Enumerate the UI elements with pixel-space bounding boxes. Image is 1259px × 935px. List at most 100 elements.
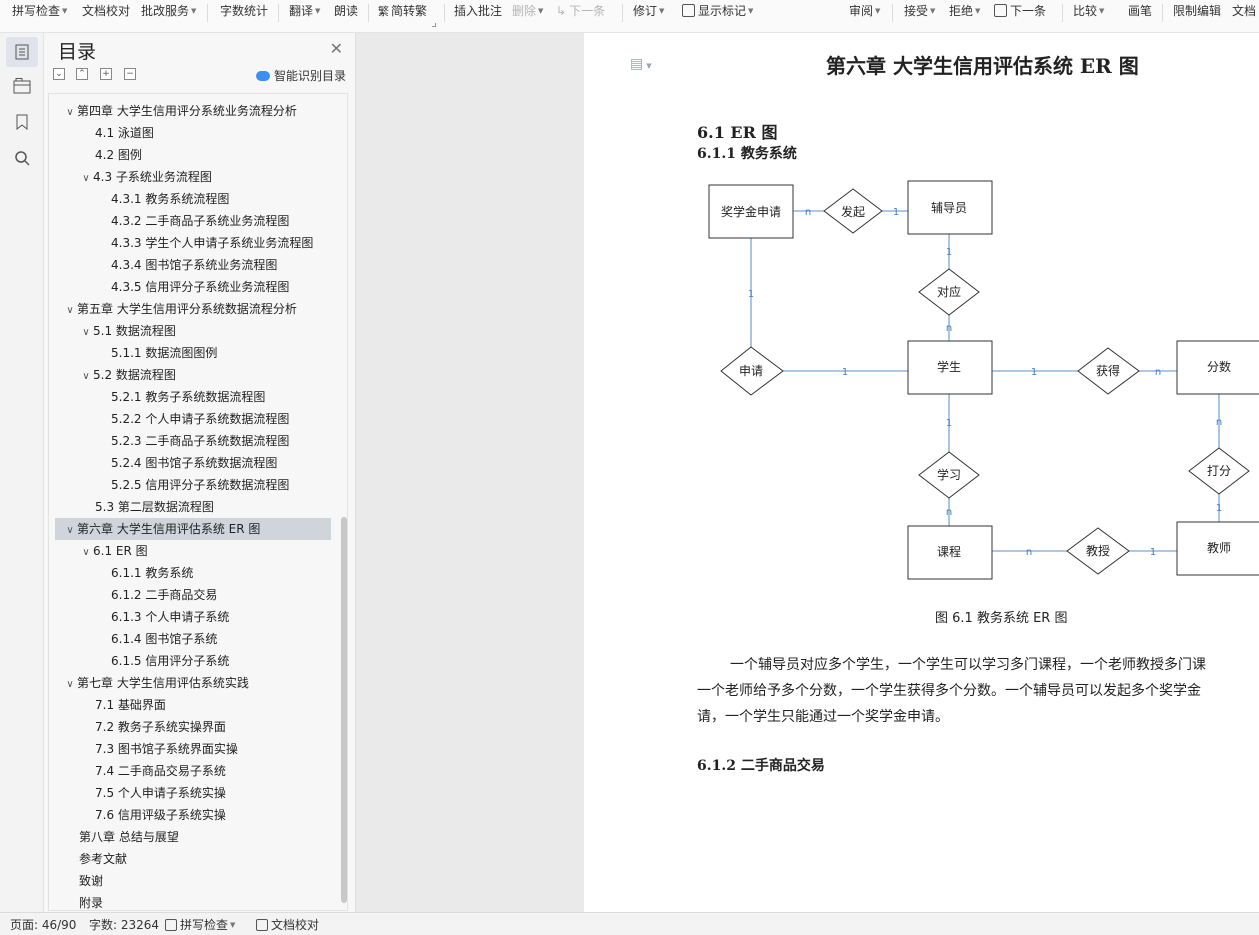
entity-label: 分数 xyxy=(1207,359,1231,374)
status-proofread[interactable]: 文档校对 xyxy=(256,916,319,933)
restrict-editing-button[interactable]: 限制编辑 xyxy=(1173,4,1222,18)
nav-pane-button[interactable] xyxy=(6,71,38,101)
read-aloud-button[interactable]: 朗读 xyxy=(334,4,359,18)
relation-label: 发起 xyxy=(841,204,865,219)
toolbar-divider xyxy=(622,4,623,22)
cardinality-label: 1 xyxy=(1150,547,1156,558)
simp-to-trad-button[interactable]: 繁简转繁 xyxy=(378,4,428,18)
entity-label: 辅导员 xyxy=(931,201,967,215)
toc-item[interactable]: 5.2.4 图书馆子系统数据流程图 xyxy=(111,456,278,470)
toc-item[interactable]: ∨5.2 数据流程图 xyxy=(55,364,331,386)
page-options-icon[interactable]: ▤▼ xyxy=(630,56,652,72)
toc-item[interactable]: 7.4 二手商品交易子系统 xyxy=(95,764,226,778)
toc-item[interactable]: ∨第四章 大学生信用评分系统业务流程分析 xyxy=(55,100,331,122)
toc-item[interactable]: 7.2 教务子系统实操界面 xyxy=(95,720,226,734)
remove-heading-icon[interactable]: − xyxy=(124,68,136,80)
cardinality-label: 1 xyxy=(1216,503,1222,514)
toc-item[interactable]: 7.6 信用评级子系统实操 xyxy=(95,808,226,822)
toc-item[interactable]: 附录 xyxy=(79,896,104,910)
toc-item[interactable]: 5.3 第二层数据流程图 xyxy=(95,500,214,514)
toc-panel: 目录 ✕ ⌄ ⌃ + − 智能识别目录 ∨第四章 大学生信用评分系统业务流程分析… xyxy=(44,33,356,912)
chevron-down-icon[interactable]: ∨ xyxy=(66,107,74,118)
toc-item[interactable]: ∨第五章 大学生信用评分系统数据流程分析 xyxy=(55,298,331,320)
toc-item[interactable]: 4.3.1 教务系统流程图 xyxy=(111,192,230,206)
toc-item[interactable]: 7.1 基础界面 xyxy=(95,698,166,712)
toc-item[interactable]: 参考文献 xyxy=(79,852,128,866)
toc-item[interactable]: 7.3 图书馆子系统界面实操 xyxy=(95,742,238,756)
toc-item[interactable]: 5.1.1 数据流图图例 xyxy=(111,346,218,360)
status-spell-check[interactable]: 拼写检查▼ xyxy=(165,916,235,933)
toc-item[interactable]: ∨4.3 子系统业务流程图 xyxy=(55,166,331,188)
bookmark-button[interactable] xyxy=(6,107,38,137)
toc-item[interactable]: 5.2.1 教务子系统数据流程图 xyxy=(111,390,266,404)
review-button[interactable]: 审阅▼ xyxy=(849,4,881,18)
track-changes-button[interactable]: 修订▼ xyxy=(633,4,665,18)
toc-item[interactable]: ∨第七章 大学生信用评估系统实践 xyxy=(55,672,331,694)
chevron-down-icon[interactable]: ∨ xyxy=(66,525,74,536)
correction-service-button[interactable]: 批改服务▼ xyxy=(141,4,197,18)
expand-up-icon[interactable]: ⌃ xyxy=(76,68,88,80)
show-markup-button[interactable]: 显示标记▼ xyxy=(682,0,753,22)
word-count[interactable]: 字数: 23264 xyxy=(89,918,160,932)
collapse-all-icon[interactable]: ⌄ xyxy=(53,68,65,80)
pen-button[interactable]: 画笔 xyxy=(1128,4,1153,18)
chevron-down-icon[interactable]: ∨ xyxy=(82,327,90,338)
chevron-down-icon[interactable]: ∨ xyxy=(82,173,90,184)
delete-comment-button[interactable]: 删除▼ xyxy=(512,4,544,18)
entity-label: 奖学金申请 xyxy=(721,204,781,219)
translate-button[interactable]: 翻译▼ xyxy=(289,4,321,18)
chapter-nav-icon xyxy=(13,78,31,94)
toc-item[interactable]: 6.1.4 图书馆子系统 xyxy=(111,632,218,646)
group-expand-icon[interactable] xyxy=(432,23,436,27)
toc-item[interactable]: ∨5.1 数据流程图 xyxy=(55,320,331,342)
relation-label: 对应 xyxy=(937,284,961,299)
toc-item[interactable]: 7.5 个人申请子系统实操 xyxy=(95,786,226,800)
toc-item[interactable]: 6.1.1 教务系统 xyxy=(111,566,194,580)
toc-item[interactable]: 5.2.5 信用评分子系统数据流程图 xyxy=(111,478,290,492)
relation-diamond xyxy=(1188,447,1250,495)
toc-item-selected[interactable]: ∨第六章 大学生信用评估系统 ER 图 xyxy=(55,518,331,540)
page-indicator[interactable]: 页面: 46/90 xyxy=(10,918,77,932)
chevron-down-icon[interactable]: ∨ xyxy=(66,305,74,316)
next-comment-button[interactable]: ↳下一条 xyxy=(556,4,606,18)
add-heading-icon[interactable]: + xyxy=(100,68,112,80)
toc-item[interactable]: 4.3.2 二手商品子系统业务流程图 xyxy=(111,214,290,228)
er-diagram: 奖学金申请 辅导员 学生 分数 课程 教师 发起 对应 申请 获得 学习 打分 … xyxy=(708,180,1259,580)
toc-scrollbar[interactable] xyxy=(341,517,347,903)
reject-button[interactable]: 拒绝▼ xyxy=(949,4,981,18)
document-button[interactable]: 文档 xyxy=(1232,4,1257,18)
toc-item[interactable]: 6.1.5 信用评分子系统 xyxy=(111,654,230,668)
doc-proofread-button[interactable]: 文档校对 xyxy=(82,4,131,18)
toc-item[interactable]: 致谢 xyxy=(79,874,104,888)
word-count-button[interactable]: 字数统计 xyxy=(220,4,269,18)
toc-item[interactable]: 5.2.3 二手商品子系统数据流程图 xyxy=(111,434,290,448)
accept-button[interactable]: 接受▼ xyxy=(904,4,936,18)
smart-toc-button[interactable]: 智能识别目录 xyxy=(256,67,346,84)
compare-button[interactable]: 比较▼ xyxy=(1073,4,1105,18)
entity-label: 教师 xyxy=(1207,540,1231,555)
search-button[interactable] xyxy=(6,143,38,173)
toc-icon xyxy=(15,44,29,60)
chevron-down-icon[interactable]: ∨ xyxy=(82,547,90,558)
convert-icon: 繁 xyxy=(378,5,389,18)
toc-item[interactable]: 4.3.5 信用评分子系统业务流程图 xyxy=(111,280,290,294)
close-icon[interactable]: ✕ xyxy=(329,39,343,58)
entity-box xyxy=(1176,340,1259,395)
chevron-down-icon[interactable]: ∨ xyxy=(82,371,90,382)
toc-item[interactable]: 6.1.3 个人申请子系统 xyxy=(111,610,230,624)
toc-item[interactable]: 5.2.2 个人申请子系统数据流程图 xyxy=(111,412,290,426)
entity-box xyxy=(907,180,993,235)
toc-item[interactable]: 第八章 总结与展望 xyxy=(79,830,179,844)
toc-item[interactable]: 4.1 泳道图 xyxy=(95,126,154,140)
next-change-button[interactable]: 下一条 xyxy=(994,0,1046,22)
toc-item[interactable]: ∨6.1 ER 图 xyxy=(55,540,331,562)
toc-item[interactable]: 4.3.3 学生个人申请子系统业务流程图 xyxy=(111,236,314,250)
toc-item[interactable]: 4.3.4 图书馆子系统业务流程图 xyxy=(111,258,278,272)
spell-check-button[interactable]: 拼写检查▼ xyxy=(12,4,68,18)
chevron-down-icon[interactable]: ∨ xyxy=(66,679,74,690)
relation-diamond xyxy=(918,268,980,316)
toc-item[interactable]: 6.1.2 二手商品交易 xyxy=(111,588,218,602)
toc-item[interactable]: 4.2 图例 xyxy=(95,148,142,162)
insert-comment-button[interactable]: 插入批注 xyxy=(454,4,503,18)
toc-panel-button[interactable] xyxy=(6,37,38,67)
